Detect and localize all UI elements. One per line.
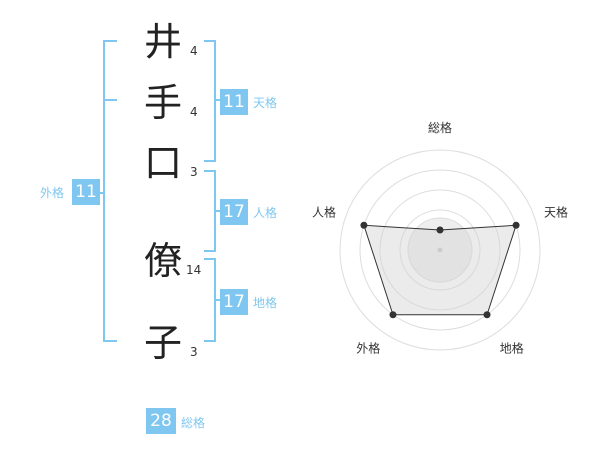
chikaku-label: 地格: [253, 296, 278, 310]
gaikaku-bracket: [103, 40, 117, 342]
radar-ring-4: [359, 169, 521, 331]
gaikaku-connector: [98, 192, 104, 194]
name-char-5: 子: [143, 321, 182, 365]
name-char-2: 手: [143, 81, 182, 125]
soukaku-label: 総格: [181, 416, 206, 430]
radar-ring-2: [399, 209, 481, 291]
radar-ring-5: [339, 149, 541, 351]
radar-point-2: [512, 221, 520, 229]
soukaku-value: 28: [146, 408, 176, 434]
radar-point-5: [360, 221, 368, 229]
radar-axis-label-4: 外格: [356, 341, 380, 356]
jinkaku-value: 17: [220, 199, 248, 225]
jinkaku-connector: [214, 210, 220, 212]
radar-point-3: [483, 311, 491, 319]
radar-ring-3: [379, 189, 501, 311]
radar-axis-label-1: 総格: [428, 120, 452, 135]
tenkaku-value: 11: [220, 89, 248, 115]
radar-axis-label-3: 地格: [500, 341, 524, 356]
name-char-3: 口: [143, 141, 182, 185]
gaikaku-inner-tick: [105, 99, 117, 101]
chikaku-value: 17: [220, 289, 248, 315]
radar-point-1: [436, 226, 444, 234]
radar-axis-label-5: 人格: [312, 204, 336, 219]
stroke-count-2: 4: [190, 105, 198, 119]
stroke-count-1: 4: [190, 44, 198, 58]
chikaku-connector: [214, 299, 220, 301]
tenkaku-connector: [214, 99, 220, 101]
gaikaku-value: 11: [72, 179, 100, 205]
gaikaku-label: 外格: [40, 186, 65, 200]
jinkaku-label: 人格: [253, 206, 278, 220]
stroke-count-3: 3: [190, 165, 198, 179]
radar-center-dot: [437, 247, 443, 253]
name-char-1: 井: [143, 20, 182, 64]
radar-point-4: [389, 311, 397, 319]
tenkaku-label: 天格: [253, 96, 278, 110]
tenkaku-bracket: [204, 40, 216, 162]
stroke-count-4: 14: [186, 263, 202, 277]
name-char-4: 僚: [143, 239, 182, 283]
radar-axis-label-2: 天格: [544, 204, 568, 219]
stroke-count-5: 3: [190, 345, 198, 359]
radar-data-area: [363, 224, 517, 316]
